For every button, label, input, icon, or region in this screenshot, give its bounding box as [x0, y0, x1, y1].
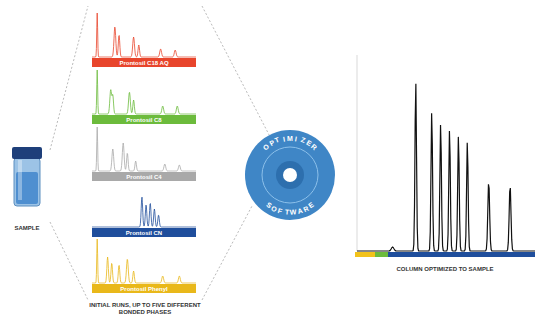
disc-letter: T — [274, 136, 280, 144]
phase-label: Prontosil C8 — [126, 117, 161, 123]
phase-chromatogram — [92, 197, 196, 227]
phase-chromatogram — [92, 13, 196, 57]
caption-text: INITIAL RUNS, UP TO FIVE DIFFERENT BONDE… — [88, 302, 202, 316]
phase-chromatogram — [92, 70, 196, 114]
disc-letter: M — [287, 135, 293, 142]
phase-label: Prontosil C4 — [126, 174, 161, 180]
axis-line — [357, 55, 358, 251]
software-disc: OPTIMIZER SOFTWARE — [243, 128, 337, 222]
caption-text: SAMPLE — [14, 225, 39, 232]
disc-letter: W — [290, 208, 297, 216]
disc-hole — [283, 168, 297, 182]
disc-hub — [276, 161, 304, 189]
bracket-lines — [50, 206, 252, 300]
phase-bar-box: Prontosil CN — [92, 228, 196, 237]
phase-bar — [388, 252, 535, 257]
caption-text: COLUMN OPTIMIZED TO SAMPLE — [396, 266, 493, 273]
phase-bar — [355, 252, 375, 257]
phase-bar-box: Prontosil Phenyl — [92, 284, 196, 293]
phase-bar-box: Prontosil C18 AQ — [92, 58, 196, 67]
phase-chromatogram — [92, 127, 196, 171]
runs-group: Prontosil C18 AQ Prontosil C8 Prontosil C4… — [88, 2, 202, 316]
vial-cap — [12, 147, 42, 159]
result-caption-box: COLUMN OPTIMIZED TO SAMPLE — [350, 259, 540, 273]
phase-label: Prontosil Phenyl — [120, 286, 167, 292]
disc-shape — [243, 128, 337, 222]
phase-bar-box: Prontosil C8 — [92, 115, 196, 124]
disc-letter: T — [284, 208, 289, 215]
disc-label: OPTIMIZER SOFTWARE — [243, 128, 337, 222]
vial-body — [14, 158, 40, 206]
bracket-line — [50, 222, 88, 300]
phase-chromatogram — [92, 239, 196, 283]
sample-node: SAMPLE — [4, 140, 50, 232]
optimized-chromatogram — [357, 84, 535, 251]
sample-vial — [12, 147, 42, 206]
phase-bar-box: Prontosil C4 — [92, 172, 196, 181]
disc-letter: F — [277, 207, 283, 215]
bracket-line — [202, 206, 252, 300]
disc-ring — [262, 147, 318, 203]
phase-label: Prontosil CN — [126, 230, 162, 236]
bracket-connector — [50, 6, 88, 150]
vial-shine — [18, 160, 22, 200]
disc-letter: I — [282, 135, 285, 142]
disc-outer — [245, 130, 335, 220]
phase-label: Prontosil C18 AQ — [119, 60, 168, 66]
disc-letter: O — [270, 204, 278, 213]
disc-letter: I — [295, 135, 298, 142]
chromatogram-traces — [92, 13, 535, 283]
phase-bar — [375, 252, 388, 257]
bracket-connector — [202, 6, 269, 135]
